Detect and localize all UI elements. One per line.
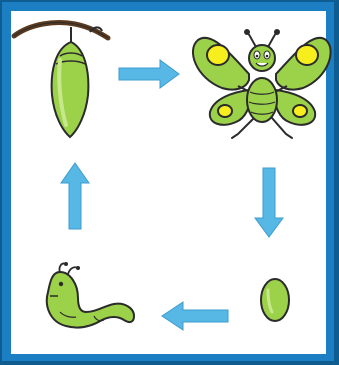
butterfly-body <box>247 78 277 122</box>
wing-spot-upper-left <box>207 45 229 65</box>
left-antenna-tip <box>244 29 250 35</box>
caterpillar-antenna-tip-right <box>76 266 80 270</box>
butterfly-head <box>249 45 275 71</box>
caterpillar-eye <box>59 282 63 286</box>
wing-spot-lower-left <box>218 105 232 117</box>
wing-spot-lower-right <box>293 105 307 117</box>
egg-icon <box>261 279 289 321</box>
caterpillar-antenna-tip-left <box>64 262 68 266</box>
right-antenna-tip <box>274 29 280 35</box>
left-pupil <box>256 55 259 58</box>
egg-shape <box>261 279 289 321</box>
butterfly-icon <box>193 29 331 138</box>
wing-spot-upper-right <box>296 45 318 65</box>
right-pupil <box>266 55 269 58</box>
